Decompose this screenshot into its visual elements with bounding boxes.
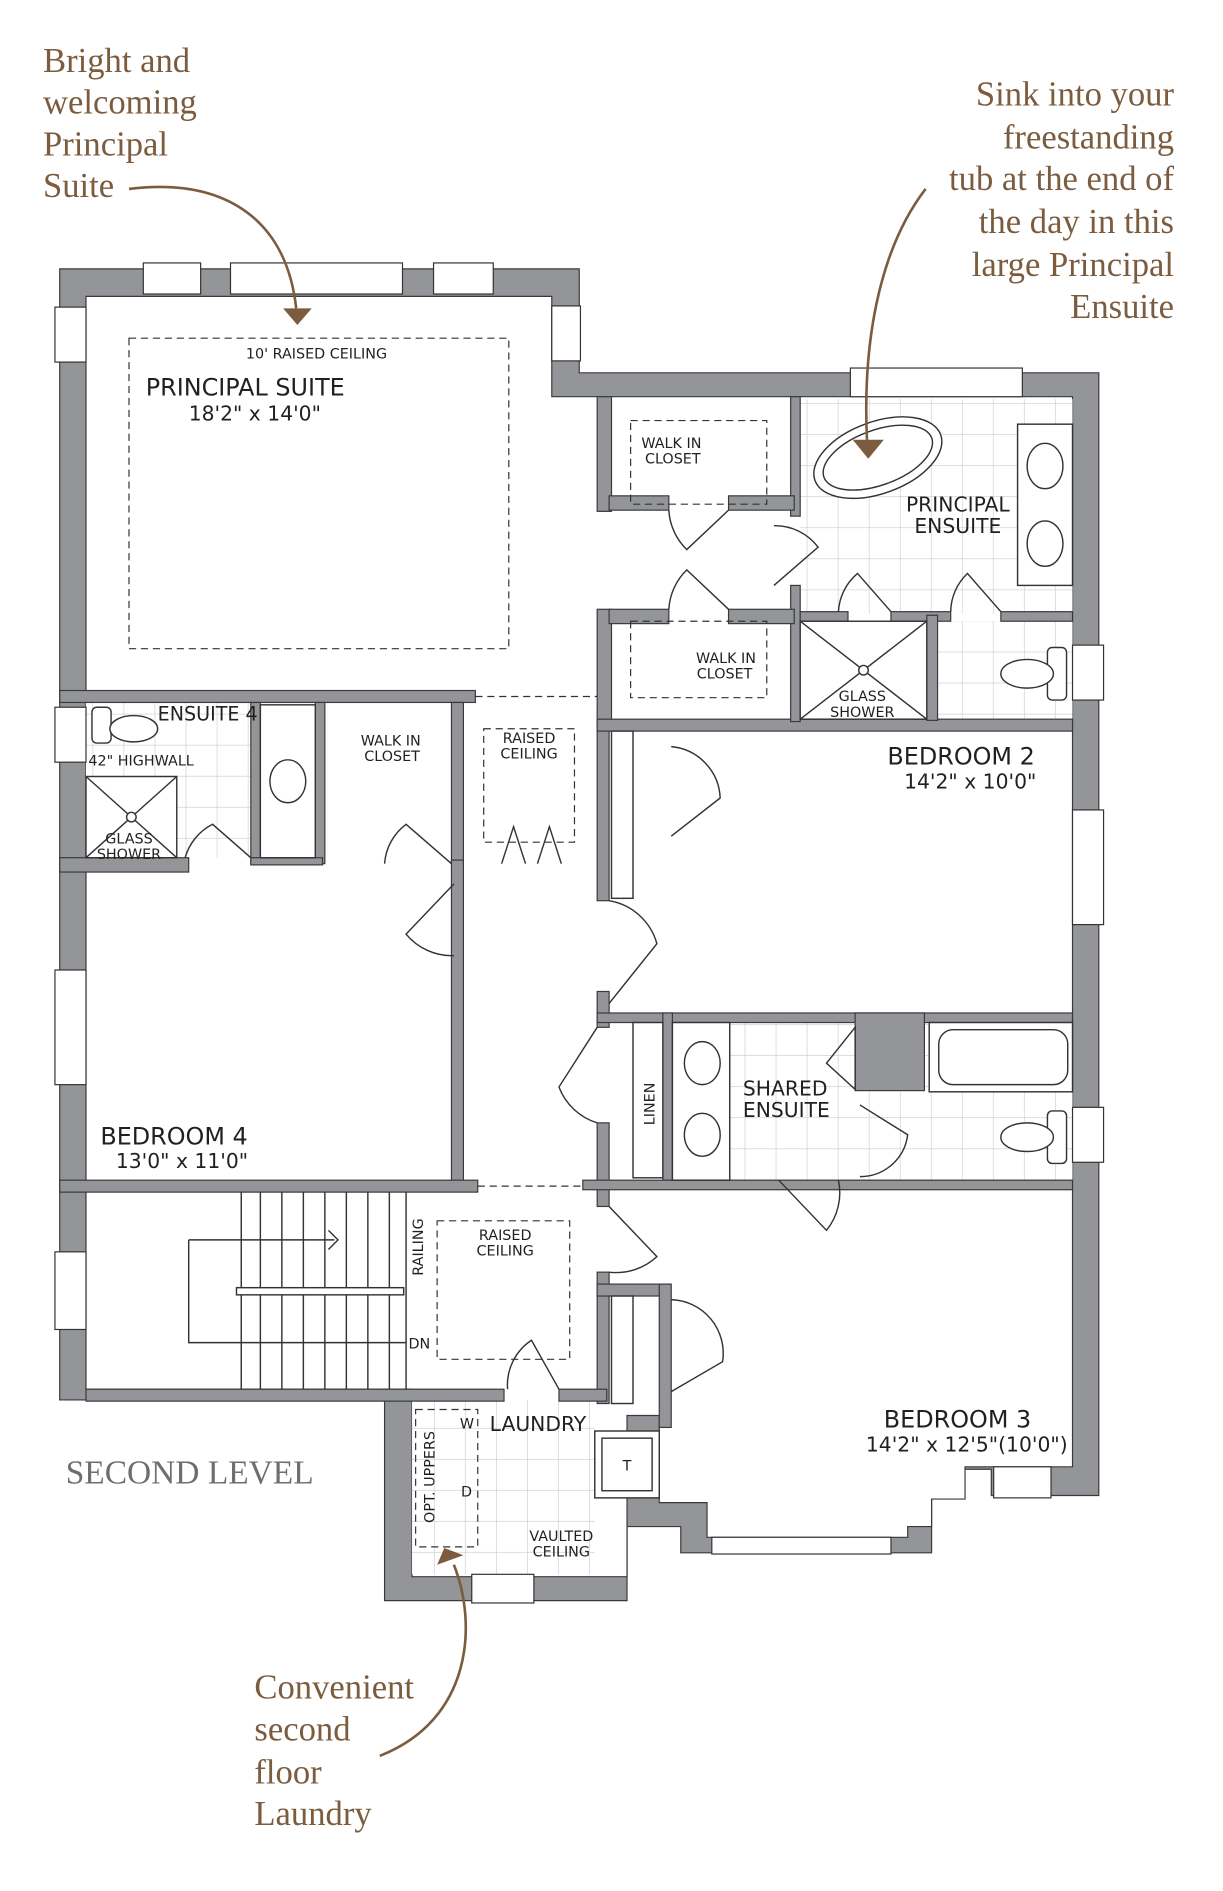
- toilet-icon: [1000, 1110, 1068, 1165]
- glass-shower-icon: [85, 775, 178, 859]
- raised-ceiling-label: CEILING: [477, 1243, 534, 1259]
- annotation-line: Sink into your: [976, 75, 1175, 113]
- annotation-line: large Principal: [972, 246, 1174, 284]
- bedroom-3-name: BEDROOM 3: [884, 1405, 1031, 1433]
- raised-ceiling-label: CEILING: [500, 747, 557, 763]
- stairs-down-label: DN: [408, 1337, 430, 1353]
- walk-in-closet-label: WALK IN: [361, 733, 421, 749]
- annotation-laundry: Convenient second floor Laundry: [254, 1548, 468, 1833]
- laundry-tub-label: T: [622, 1458, 632, 1474]
- windows: [54, 262, 1105, 1604]
- annotation-principal-suite: Bright and welcoming Principal Suite: [43, 42, 312, 326]
- level-title: SECOND LEVEL: [66, 1455, 314, 1492]
- arrowhead-icon: [283, 308, 312, 326]
- annotation-line: freestanding: [1003, 118, 1174, 156]
- annotation-line: Ensuite: [1070, 288, 1174, 326]
- bedroom-3-dims: 14'2" x 12'5"(10'0"): [866, 1432, 1068, 1456]
- room-labels: 10' RAISED CEILING PRINCIPAL SUITE 18'2"…: [88, 346, 1067, 1560]
- glass-shower-label: SHOWER: [97, 847, 161, 863]
- principal-suite-name: PRINCIPAL SUITE: [146, 374, 345, 402]
- shared-ensuite-label: SHARED: [743, 1076, 828, 1100]
- ensuite-4-label: ENSUITE 4: [158, 702, 258, 725]
- annotation-line: Convenient: [254, 1669, 414, 1707]
- annotation-line: Bright and: [43, 42, 190, 80]
- opt-uppers-label: OPT. UPPERS: [423, 1431, 439, 1523]
- principal-suite-ceiling: 10' RAISED CEILING: [246, 346, 387, 362]
- raised-ceiling-label: RAISED: [479, 1228, 532, 1244]
- sink-icon: [269, 759, 307, 804]
- arrowhead-icon: [437, 1548, 464, 1565]
- interior-walls: [59, 396, 1074, 1429]
- bedroom-4-name: BEDROOM 4: [100, 1122, 247, 1150]
- vaulted-ceiling-label: CEILING: [533, 1544, 590, 1560]
- laundry-tub-icon: [594, 1430, 660, 1499]
- sink-icon: [683, 1112, 721, 1158]
- highwall-note: 42" HIGHWALL: [88, 754, 193, 770]
- annotation-line: welcoming: [43, 84, 197, 122]
- annotation-line: second: [254, 1710, 350, 1748]
- arrow-icon: [379, 1564, 468, 1758]
- washer-label: W: [460, 1417, 474, 1433]
- sink-icon: [1026, 442, 1064, 490]
- freestanding-tub-icon: [813, 416, 943, 500]
- arrowhead-icon: [852, 439, 884, 459]
- dryer-label: D: [461, 1485, 472, 1501]
- principal-suite-dims: 18'2" x 14'0": [189, 402, 321, 426]
- toilet-icon: [91, 706, 159, 744]
- glass-shower-icon: [799, 620, 928, 720]
- arrow-icon: [864, 188, 927, 443]
- walk-in-closet-label: CLOSET: [697, 667, 753, 683]
- annotation-line: the day in this: [979, 203, 1174, 241]
- annotation-tub: Sink into your freestanding tub at the e…: [852, 75, 1175, 459]
- toilet-icon: [1000, 646, 1068, 701]
- vaulted-ceiling-label: VAULTED: [529, 1529, 593, 1545]
- bedroom-2-name: BEDROOM 2: [887, 743, 1034, 771]
- glass-shower-label: GLASS: [839, 689, 886, 705]
- annotation-line: Suite: [43, 167, 114, 205]
- walk-in-closet-label: CLOSET: [645, 452, 701, 468]
- principal-ensuite-label: PRINCIPAL: [906, 492, 1010, 516]
- sink-icon: [1026, 520, 1064, 568]
- annotation-line: tub at the end of: [949, 160, 1174, 198]
- fixtures: [85, 416, 1074, 1499]
- walk-in-closet-label: WALK IN: [641, 436, 701, 452]
- arrow-icon: [128, 185, 298, 309]
- glass-shower-label: GLASS: [105, 831, 152, 847]
- principal-ensuite-label: ENSUITE: [914, 514, 1001, 538]
- railing-label: RAILING: [411, 1218, 427, 1275]
- bedroom-4-dims: 13'0" x 11'0": [116, 1149, 248, 1173]
- shared-ensuite-label: ENSUITE: [743, 1098, 830, 1122]
- raised-ceiling-outlines: [128, 337, 768, 1548]
- sink-icon: [683, 1040, 721, 1086]
- bedroom-2-dims: 14'2" x 10'0": [904, 769, 1036, 793]
- glass-shower-label: SHOWER: [830, 705, 894, 721]
- staircase[interactable]: [187, 1192, 407, 1390]
- doors: [184, 509, 1002, 1393]
- walk-in-closet-label: CLOSET: [364, 749, 420, 765]
- annotation-line: Laundry: [254, 1795, 372, 1833]
- laundry-label: LAUNDRY: [490, 1412, 587, 1436]
- raised-ceiling-label: RAISED: [503, 731, 556, 747]
- annotation-line: floor: [254, 1753, 322, 1791]
- walk-in-closet-label: WALK IN: [696, 651, 756, 667]
- bathtub-icon: [928, 1021, 1074, 1093]
- linen-label: LINEN: [642, 1083, 658, 1126]
- annotation-line: Principal: [43, 125, 168, 163]
